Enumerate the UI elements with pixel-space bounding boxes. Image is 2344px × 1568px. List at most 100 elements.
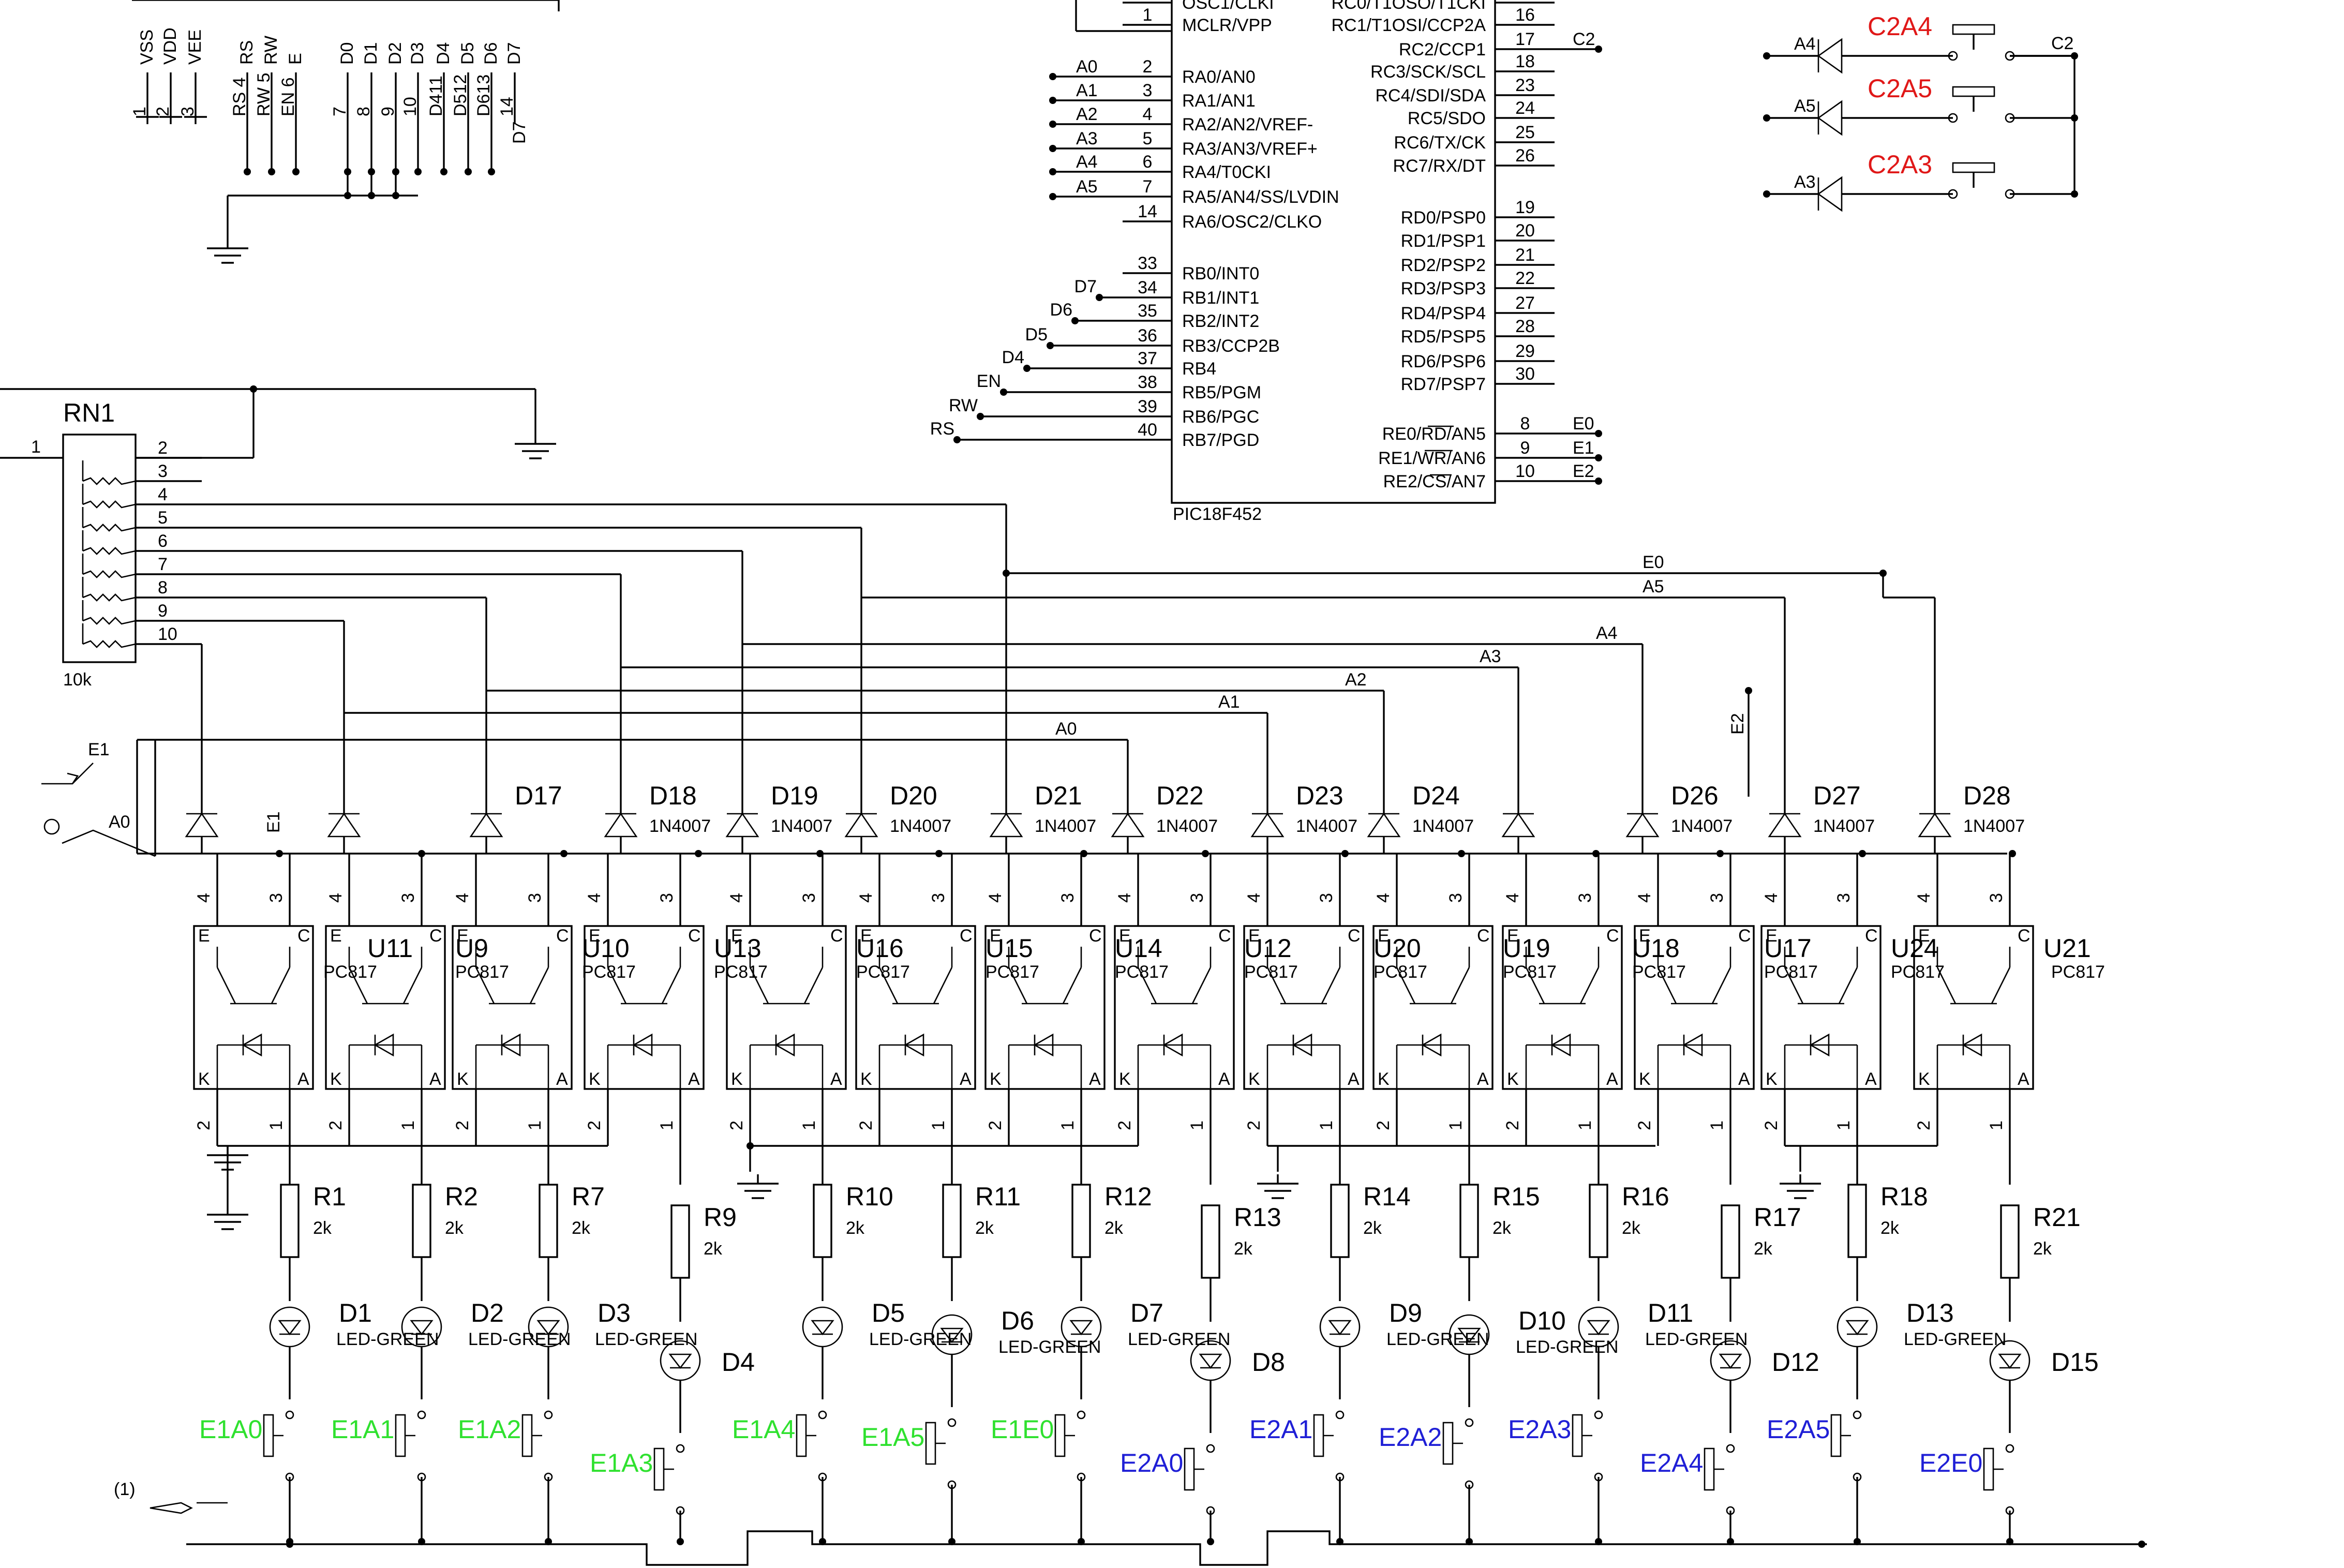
led-triangle	[410, 1320, 434, 1336]
junction-dot	[1859, 850, 1866, 857]
opto-pin-number: 1	[266, 1121, 286, 1130]
optocoupler-body	[1760, 925, 1882, 1090]
mcu-net-label: D7	[1074, 277, 1097, 296]
bus-label: A0	[1055, 719, 1077, 739]
led-body	[802, 1306, 843, 1348]
rn1-pin-number: 1	[31, 437, 41, 457]
opto-pin-c: C	[1477, 926, 1490, 946]
opto-pin-number: 2	[585, 1121, 604, 1130]
rn1-element	[82, 524, 136, 532]
button-label: E1A5	[861, 1423, 924, 1452]
opto-pin-c: C	[1865, 926, 1878, 946]
lcd-pin-number: 1	[130, 107, 150, 116]
opto-pin-e: E	[589, 926, 601, 946]
opto-pin-number: 3	[1707, 893, 1727, 903]
diode-ref: D22	[1156, 781, 1204, 810]
opto-pin-number: 3	[1987, 893, 2006, 903]
opto-pin-number: 1	[1058, 1121, 1078, 1130]
lcd-pin-number: D613	[474, 74, 494, 116]
resistor-value: 2k	[2033, 1239, 2052, 1259]
led-part: LED-GREEN	[336, 1330, 439, 1349]
mcu-net-label: E1	[1573, 438, 1594, 458]
rn1-element	[82, 570, 136, 578]
opto-led	[774, 1033, 795, 1057]
mcu-pin-name: RC0/T1OSO/T1CKI	[1331, 0, 1486, 13]
opto-pin-k: K	[1119, 1069, 1131, 1089]
opto-pin-number: 2	[1761, 1121, 1781, 1130]
diode-ref: D28	[1963, 781, 2011, 810]
mcu-pin-number: 26	[1515, 146, 1535, 166]
opto-led	[1033, 1033, 1054, 1057]
mcu-pin-number: 3	[1143, 81, 1153, 100]
rn1-element	[82, 477, 136, 485]
optocoupler-body	[984, 925, 1106, 1090]
opto-pin-number: 1	[657, 1121, 677, 1130]
opto-pin-number: 2	[1503, 1121, 1522, 1130]
led-ref: D12	[1772, 1348, 1819, 1377]
opto-pin-k: K	[589, 1069, 601, 1089]
mcu-pin-number: 30	[1515, 364, 1535, 384]
mcu-pin-name: RD2/PSP2	[1401, 256, 1486, 275]
led-ref: D15	[2051, 1348, 2099, 1377]
button-contact	[1077, 1410, 1086, 1420]
junction-dot	[1745, 687, 1752, 694]
mcu-pin-name: RB2/INT2	[1182, 311, 1259, 331]
opto-transistor	[1784, 967, 1804, 1004]
led-triangle	[1998, 1353, 2022, 1369]
switch-actuator	[1952, 86, 1995, 97]
opto-pin-number: 4	[1373, 893, 1393, 903]
opto-pin-number: 4	[856, 893, 876, 903]
led-ref: D11	[1648, 1298, 1693, 1327]
lcd-pin-name: D2	[385, 42, 405, 65]
opto-pin-number: 1	[1707, 1121, 1727, 1130]
opto-transistor	[803, 967, 824, 1004]
input-probe	[150, 1502, 193, 1514]
opto-transistor	[1008, 967, 1028, 1004]
junction-dot	[695, 850, 702, 857]
opto-pin-number: 3	[1834, 893, 1854, 903]
led-triangle	[1328, 1320, 1352, 1336]
opto-pin-number: 3	[1317, 893, 1336, 903]
mcu-net-label: E0	[1573, 414, 1594, 434]
c2-net-label: C2	[2051, 34, 2073, 53]
resistor-body	[539, 1184, 558, 1258]
e1-probe-tip	[67, 772, 79, 784]
mcu-pin-name: RB3/CCP2B	[1182, 336, 1280, 356]
diode-8-body	[1250, 812, 1285, 838]
opto-pin-c: C	[830, 926, 843, 946]
junction-dot	[344, 192, 351, 199]
diode-part: 1N4007	[649, 816, 711, 836]
diode-ref: D24	[1412, 781, 1460, 810]
c2-switch-label: C2A3	[1868, 150, 1932, 179]
mcu-pin-number: 33	[1138, 253, 1157, 273]
mcu-pin-number: 37	[1138, 349, 1157, 368]
opto-pin-number: 2	[1373, 1121, 1393, 1130]
opto-led	[1682, 1033, 1703, 1057]
rn1-pin-number: 5	[158, 508, 168, 528]
opto-pin-number: 1	[525, 1121, 545, 1130]
lcd-pin-name: E	[286, 53, 305, 65]
led-part: LED-GREEN	[998, 1337, 1101, 1357]
diode-ref: D20	[890, 781, 937, 810]
lcd-pin-name: D3	[408, 42, 427, 65]
diode-11-body	[1625, 812, 1660, 838]
diode-ref: D27	[1813, 781, 1861, 810]
mcu-pin-number: 6	[1143, 152, 1153, 172]
optocoupler-part: PC817	[1891, 962, 1945, 982]
opto-pin-number: 3	[525, 893, 545, 903]
mcu-pin-number: 35	[1138, 301, 1157, 321]
optocoupler-body	[193, 925, 314, 1090]
rn1-element	[82, 593, 136, 602]
resistor-value: 2k	[1104, 1218, 1124, 1238]
diode-5-body	[844, 812, 878, 838]
optocoupler-ref: U10	[582, 934, 630, 963]
junction-dot	[1595, 477, 1602, 485]
led-body	[1837, 1306, 1878, 1348]
opto-transistor	[1137, 967, 1157, 1004]
resistor-value: 2k	[445, 1218, 464, 1238]
mcu-pin-name: RA4/T0CKI	[1182, 162, 1271, 182]
mcu-pin-name: RB5/PGM	[1182, 383, 1261, 402]
opto-pin-number: 4	[1244, 893, 1264, 903]
button-label: E2A2	[1379, 1423, 1442, 1452]
